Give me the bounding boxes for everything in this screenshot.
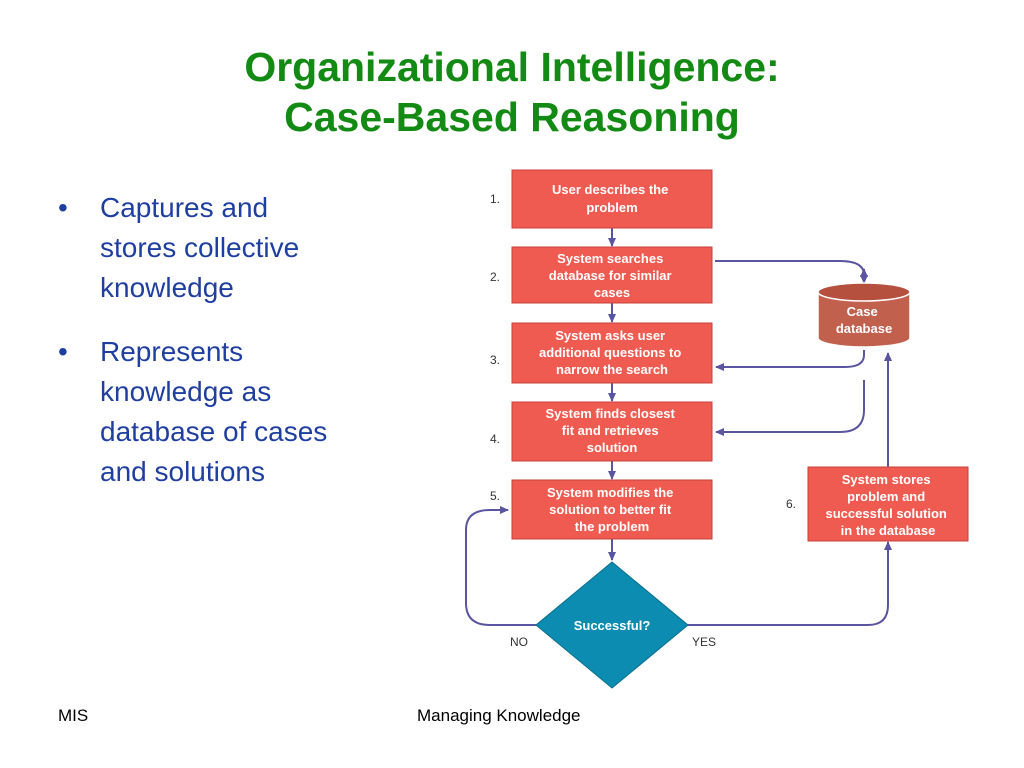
step-line: solution [587,440,638,455]
step-line: solution to better fit [549,502,672,517]
bullet-marker: • [58,192,68,223]
step-line: System stores [842,472,931,487]
footer-course: MIS [58,706,89,725]
bullet-list: • Captures and stores collective knowled… [58,188,398,516]
step-box-text: System stores problem and successful sol… [826,472,951,538]
step-box-shape [511,246,713,304]
footer-topic: Managing Knowledge [417,706,581,725]
bullet-line: knowledge as [100,376,272,407]
arrow-search-to-database [715,260,868,284]
step-box-shape [807,466,969,542]
yes-label: YES [692,635,716,649]
slide-title: Organizational Intelligence: Case-Based … [0,42,1024,142]
no-label: NO [510,635,528,649]
bullet-line: and solutions [100,456,266,487]
step-number: 5. [490,489,500,503]
step-numbers: 1. 2. 3. 4. 5. 6. [490,192,796,511]
step-box-shape [511,169,713,229]
database-line: database [836,321,892,336]
step-box-shape [511,401,713,462]
bullet-line: knowledge [100,272,234,303]
step-box-5: System modifies the solution to better f… [511,479,713,540]
step-line: the problem [575,519,649,534]
step-box-text: System finds closest fit and retrieves s… [546,406,679,455]
decision-label: Successful? [574,618,651,633]
step-number: 2. [490,270,500,284]
step-box-6: System stores problem and successful sol… [807,466,969,542]
step-line: System finds closest [546,406,676,421]
step-line: problem [586,200,637,215]
bullet-item: • Represents knowledge as database of ca… [58,332,398,492]
step-box-3: System asks user additional questions to… [511,322,713,384]
step-line: problem and [847,489,925,504]
decision-shape [535,561,689,689]
title-line-2: Case-Based Reasoning [284,94,740,140]
step-line: System asks user [555,328,665,343]
step-box-1: User describes the problem [511,169,713,229]
bullet-line: stores collective [100,232,300,263]
step-box-text: System modifies the solution to better f… [547,485,677,534]
bullet-line: Represents [100,336,244,367]
arrow-database-to-retrieve [715,380,865,436]
database-line: Case [847,304,878,319]
decision-diamond: Successful? [535,561,689,689]
case-database-cylinder: Case database [817,282,911,348]
bullet-marker: • [58,336,68,367]
step-number: 4. [490,432,500,446]
database-body [817,291,911,348]
step-line: successful solution [826,506,947,521]
step-box-4: System finds closest fit and retrieves s… [511,401,713,462]
step-number: 1. [490,192,500,206]
step-number: 3. [490,353,500,367]
step-line: fit and retrieves [562,423,659,438]
title-line-1: Organizational Intelligence: [244,44,780,90]
database-top [817,282,911,302]
step-number: 6. [786,497,796,511]
arrow-yes-to-store [686,541,892,626]
bullet-item: • Captures and stores collective knowled… [58,188,398,308]
step-line: narrow the search [556,362,668,377]
arrow-no-loop-back [465,506,538,626]
step-box-text: System asks user additional questions to… [539,328,685,377]
step-box-shape [511,322,713,384]
step-box-shape [511,479,713,540]
database-label: Case database [836,304,892,336]
step-line: additional questions to [539,345,681,360]
step-line: System modifies the [547,485,673,500]
step-line: System searches [557,251,663,266]
bullet-line: Captures and [100,192,269,223]
bullet-line: database of cases [100,416,328,447]
step-line: User describes the [552,182,668,197]
step-box-2: System searches database for similar cas… [511,246,713,304]
step-line: database for similar [549,268,672,283]
step-box-text: User describes the problem [552,182,672,215]
arrow-database-to-questions [715,350,865,371]
flow-connectors [465,228,892,626]
step-line: in the database [841,523,936,538]
step-box-text: System searches database for similar cas… [549,251,675,300]
step-line: cases [594,285,630,300]
